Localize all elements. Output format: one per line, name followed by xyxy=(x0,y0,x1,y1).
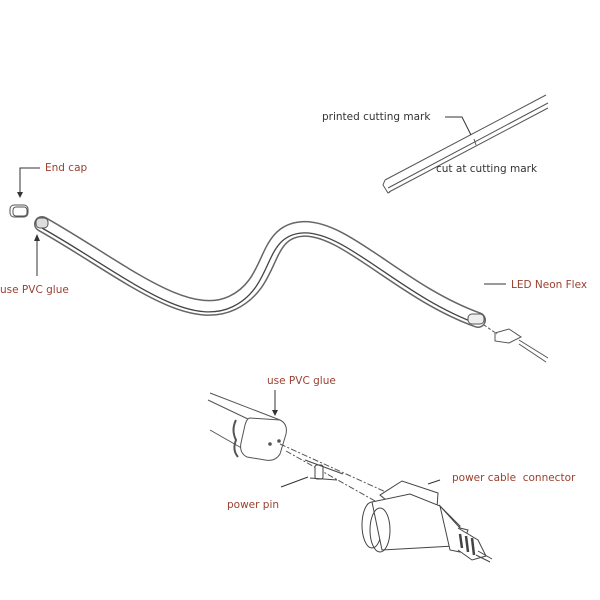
end-cap-illustration xyxy=(9,204,29,218)
power-pin-illustration xyxy=(304,459,344,481)
label-led-neon-flex: LED Neon Flex xyxy=(511,279,587,291)
strip-end-detail xyxy=(207,392,287,461)
small-cable-connector xyxy=(483,324,549,363)
label-power-pin: power pin xyxy=(227,499,279,511)
label-use-pvc-glue-bottom: use PVC glue xyxy=(267,375,336,387)
power-cable-connector-leader xyxy=(427,479,441,485)
power-cable-connector-illustration xyxy=(361,480,493,563)
printed-cutting-mark-leader xyxy=(445,116,472,136)
label-use-pvc-glue-top: use PVC glue xyxy=(0,284,69,296)
label-cut-at-cutting-mark: cut at cutting mark xyxy=(436,163,538,175)
led-neon-flex-strip xyxy=(34,216,486,328)
label-end-cap: End cap xyxy=(45,162,87,174)
cut-strip-illustration xyxy=(382,94,549,194)
end-cap-leader xyxy=(19,167,40,193)
label-power-cable-connector: power cable connector xyxy=(452,472,576,484)
power-pin-leader xyxy=(280,476,309,488)
label-printed-cutting-mark: printed cutting mark xyxy=(322,111,431,123)
